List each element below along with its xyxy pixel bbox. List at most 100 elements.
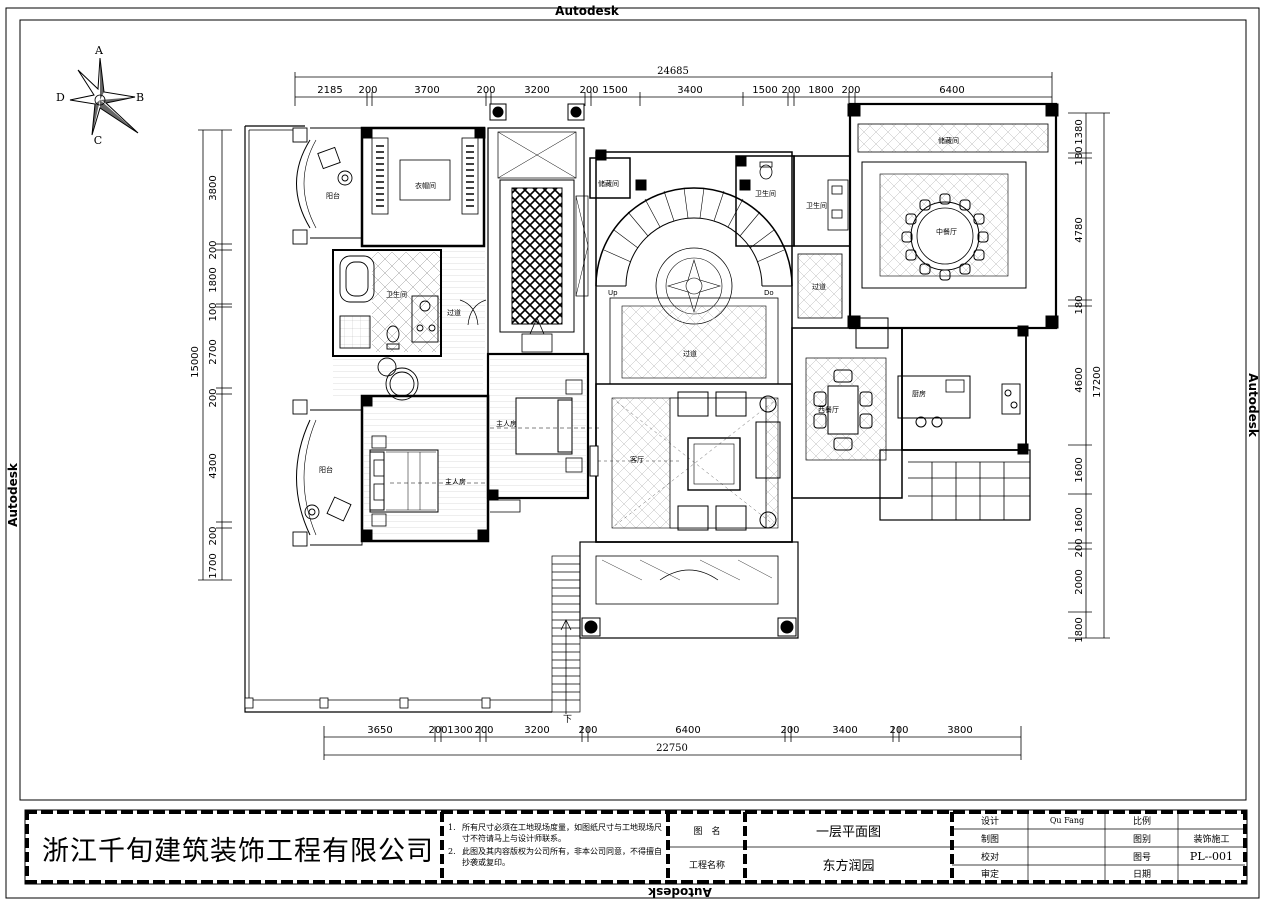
note-number: 1. [448,823,456,832]
corridor-left [333,250,487,396]
watermark-bottom: Autodesk [647,885,712,899]
dim-right-seg: 180 [1074,146,1085,165]
watermark-right: Autodesk [1246,373,1260,438]
note-item: 1. 所有尺寸必须在工地现场度量，如图纸尺寸与工地现场尺寸不符请马上与设计师联系… [448,822,666,844]
corridor-center [595,149,793,543]
compass-d: D [56,91,65,104]
room-label-master-bedroom: 主人房 [445,477,466,486]
room-label-chinese-dining: 中餐厅 [936,227,957,236]
dim-top-seg: 200 [358,85,377,96]
room-label-corridor-right: 过道 [812,282,826,291]
master-bedroom-annex [486,352,600,513]
room-label-corridor-left: 过道 [447,308,461,317]
dimension-right [1068,112,1110,639]
project-name: 东方润园 [822,858,875,874]
dim-right-labels: 1380 180 4780 180 4600 1600 1600 200 200… [1074,119,1103,642]
room-label-living-room: 客厅 [630,455,644,464]
scale-label: 比例 [1132,817,1151,827]
dim-right-seg: 180 [1074,295,1085,314]
dim-left-seg: 1800 [208,267,219,292]
room-label-storage-right: 储藏间 [938,136,959,145]
down-arrow-label: 下 [563,715,572,725]
dim-left-seg: 2700 [208,339,219,364]
dim-top-seg: 200 [841,85,860,96]
balcony-bottom [292,399,363,547]
western-dining-room [791,327,903,499]
dim-top-seg: 2185 [317,85,342,96]
number-label: 图号 [1132,852,1151,863]
compass-b: B [136,91,144,104]
title-block-frame [24,809,1248,885]
bathroom-left [332,249,442,357]
dim-bottom-seg: 200 [428,725,447,736]
room-label-western-dining: 西餐厅 [818,405,839,414]
dim-bottom-total: 22750 [656,743,688,754]
dim-bottom-seg: 3400 [832,725,857,736]
stair-up-label: Up [608,289,618,297]
note-number: 2. [448,847,456,856]
dim-right-seg: 1600 [1074,457,1085,482]
dim-left-seg: 3800 [208,175,219,200]
company-name: 浙江千旬建筑装饰工程有限公司 [42,835,434,867]
drawing-number: PL--001 [1189,849,1234,863]
design-label: 设计 [980,817,999,827]
dim-top-seg: 200 [579,85,598,96]
draft-label: 制图 [980,834,999,845]
watermark-top: Autodesk [555,4,620,18]
dim-top-seg: 3200 [524,85,549,96]
dimension-bottom [323,726,1022,760]
corridor-right [797,253,843,319]
dimension-left [198,129,232,581]
designer-name: Qu Fang [1049,816,1085,825]
stair-down-label: Do [764,289,774,297]
dim-bottom-seg: 3200 [524,725,549,736]
balcony-top [292,127,363,245]
compass-rose: A B C D [56,44,144,147]
dim-left-seg: 200 [208,388,219,407]
date-label: 日期 [1132,870,1151,880]
dim-top-seg: 1800 [808,85,833,96]
dim-top-seg: 3700 [414,85,439,96]
title-notes: 1. 所有尺寸必须在工地现场度量，如图纸尺寸与工地现场尺寸不符请马上与设计师联系… [448,822,666,868]
lattice-hall [487,103,589,355]
dim-left-seg: 200 [208,240,219,259]
watermark-left: Autodesk [6,462,20,527]
dim-bottom-labels: 3650 200 1300 200 3200 200 6400 200 3400… [367,725,972,736]
dim-top-total: 24685 [657,66,689,77]
category-value: 装饰施工 [1193,834,1230,845]
outer-frame [5,7,1260,899]
room-label-master-bedroom-2: 主人房 [496,419,517,428]
dim-top-seg: 200 [476,85,495,96]
dim-right-total: 17200 [1092,366,1103,398]
note-text: 此图及其内容版权为公司所有，非本公司同意，不得擅自抄袭或复印。 [462,847,662,867]
drawing-name: 一层平面图 [815,824,881,840]
drawing-border [19,19,1247,801]
chinese-dining-room [847,102,1059,330]
project-name-label: 工程名称 [688,860,725,871]
exterior-stair [551,555,581,714]
dim-bottom-seg: 200 [889,725,908,736]
dim-left-total: 15000 [190,346,201,378]
compass-c: C [94,134,102,147]
dim-bottom-seg: 6400 [675,725,700,736]
room-label-bath-right: 卫生间 [806,201,827,210]
note-text: 所有尺寸必须在工地现场度量，如图纸尺寸与工地现场尺寸不符请马上与设计师联系。 [462,823,662,843]
dim-left-seg: 200 [208,526,219,545]
dim-bottom-seg: 3800 [947,725,972,736]
spiral-stair [595,187,793,325]
note-item: 2. 此图及其内容版权为公司所有，非本公司同意，不得擅自抄袭或复印。 [448,846,666,868]
front-porch [579,541,799,639]
dim-bottom-seg: 3650 [367,725,392,736]
room-label-closet: 衣帽间 [415,181,436,190]
room-label-toilet: 卫生间 [755,189,776,198]
dim-right-seg: 200 [1074,538,1085,557]
bathroom-right [793,155,851,247]
dim-left-seg: 4300 [208,453,219,478]
dim-left-seg: 1700 [208,553,219,578]
dim-right-seg: 4780 [1074,217,1085,242]
storage-left [589,157,631,199]
dim-left-seg: 100 [208,302,219,321]
drawing-name-label: 图 名 [693,826,721,837]
